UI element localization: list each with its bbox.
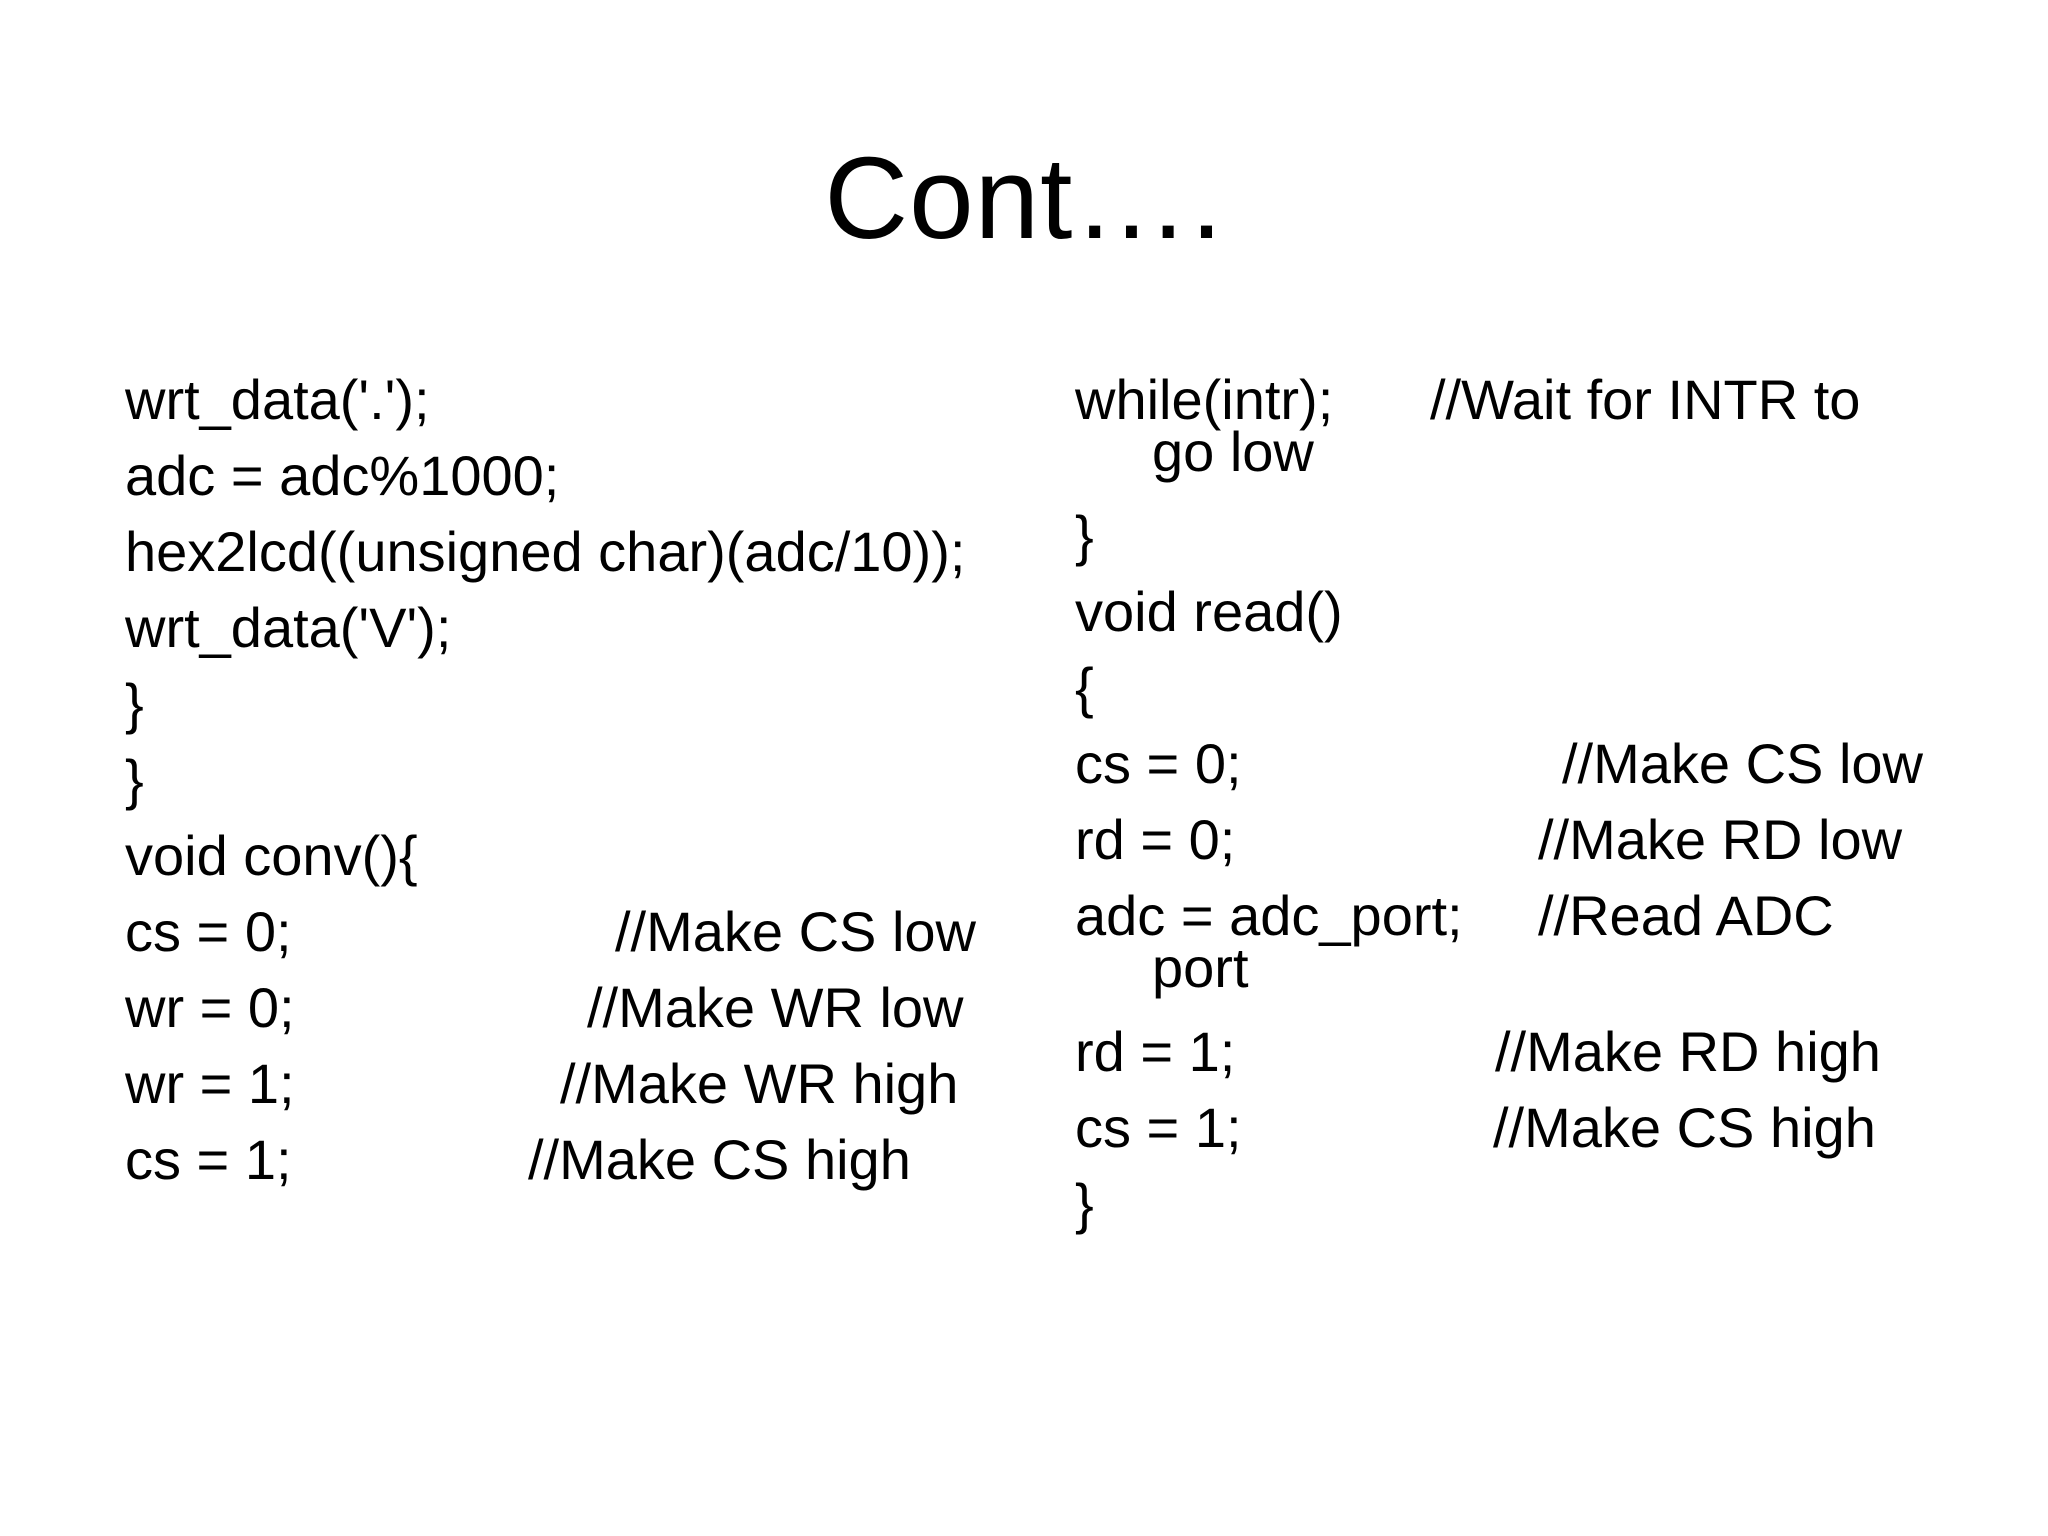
code-text: } <box>1075 504 1094 567</box>
code-column-left: wrt_data('.'); adc = adc%1000; hex2lcd((… <box>125 362 1025 1198</box>
code-text: wrt_data('.'); <box>125 368 430 431</box>
code-text: wr = 0; <box>125 976 295 1039</box>
code-comment: //Make CS high <box>528 1128 911 1191</box>
code-line: } <box>1075 498 1995 574</box>
code-line: hex2lcd((unsigned char)(adc/10)); <box>125 514 1025 590</box>
code-text: { <box>1075 656 1094 719</box>
code-line: wrt_data('.'); <box>125 362 1025 438</box>
code-comment: //Make CS low <box>1562 732 1923 795</box>
code-text: adc = adc_port; <box>1075 884 1463 947</box>
code-text: cs = 1; <box>125 1128 292 1191</box>
code-comment: //Make CS low <box>615 900 976 963</box>
code-text: adc = adc%1000; <box>125 444 560 507</box>
code-comment: //Make RD high <box>1495 1020 1881 1083</box>
code-text: cs = 0; <box>125 900 292 963</box>
code-line: } <box>125 742 1025 818</box>
code-line: wr = 0; //Make WR low <box>125 970 1025 1046</box>
code-text: hex2lcd((unsigned char)(adc/10)); <box>125 520 966 583</box>
code-comment: //Make WR low <box>587 976 964 1039</box>
code-line: rd = 1; //Make RD high <box>1075 1014 1995 1090</box>
code-line: void conv(){ <box>125 818 1025 894</box>
code-line: { <box>1075 650 1995 726</box>
code-line: wr = 1; //Make WR high <box>125 1046 1025 1122</box>
code-comment: //Make RD low <box>1538 808 1903 871</box>
code-column-right: while(intr); //Wait for INTR to go low }… <box>1075 362 1995 1242</box>
code-line: cs = 0; //Make CS low <box>1075 726 1995 802</box>
code-text: wrt_data('V'); <box>125 596 452 659</box>
code-text: } <box>1075 1172 1094 1235</box>
code-line: cs = 1; //Make CS high <box>125 1122 1025 1198</box>
code-text: while(intr); <box>1075 368 1334 431</box>
code-comment-continuation: go low <box>1152 420 1314 483</box>
code-comment: //Make WR high <box>560 1052 959 1115</box>
code-text: } <box>125 748 144 811</box>
code-line: while(intr); //Wait for INTR to go low <box>1075 362 1995 498</box>
slide-title: Cont…. <box>824 133 1224 263</box>
code-comment-continuation: port <box>1152 936 1249 999</box>
code-text: void read() <box>1075 580 1343 643</box>
code-text: cs = 0; <box>1075 732 1242 795</box>
code-text: cs = 1; <box>1075 1096 1242 1159</box>
code-line: cs = 1; //Make CS high <box>1075 1090 1995 1166</box>
code-comment: //Make CS high <box>1493 1096 1876 1159</box>
code-line: } <box>125 666 1025 742</box>
code-comment: //Read ADC <box>1538 884 1834 947</box>
code-line: } <box>1075 1166 1995 1242</box>
code-text: rd = 1; <box>1075 1020 1236 1083</box>
code-text: wr = 1; <box>125 1052 295 1115</box>
code-text: rd = 0; <box>1075 808 1236 871</box>
code-line: void read() <box>1075 574 1995 650</box>
code-text: } <box>125 672 144 735</box>
code-line: adc = adc%1000; <box>125 438 1025 514</box>
code-line: adc = adc_port; //Read ADC port <box>1075 878 1995 1014</box>
code-line: rd = 0; //Make RD low <box>1075 802 1995 878</box>
code-line: wrt_data('V'); <box>125 590 1025 666</box>
code-comment: //Wait for INTR to <box>1430 368 1861 431</box>
code-line: cs = 0; //Make CS low <box>125 894 1025 970</box>
code-text: void conv(){ <box>125 824 418 887</box>
